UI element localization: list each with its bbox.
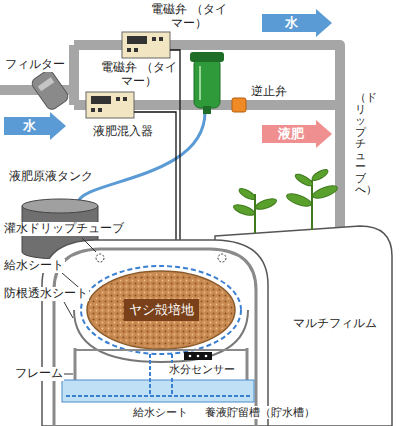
valve-label: 電磁弁 （タイマー） (100, 60, 178, 89)
valve-button (91, 108, 95, 112)
supply-sheet-bottom (66, 395, 250, 397)
filter-band (38, 77, 55, 91)
supply-sheet-wick (149, 354, 151, 396)
water-pipe (74, 45, 340, 228)
drip-tube (218, 254, 226, 262)
coconut-substrate: ヤシ殻培地 (86, 270, 236, 350)
plant-leaf (294, 172, 315, 188)
sensor-dot (189, 355, 192, 358)
part-label: 防根透水シート (3, 287, 89, 301)
moisture-sensor (184, 352, 212, 360)
tank-label: 液肥原液タンク (8, 169, 94, 183)
check-valve (232, 98, 246, 112)
arrow-label: 水 (285, 14, 298, 32)
valve-button (127, 48, 131, 52)
arrow-body (262, 120, 332, 148)
part-label: 養液貯留槽（貯水槽） (204, 406, 316, 419)
drip-direction-label: （ドリップチューブへ） (354, 92, 367, 196)
plant-leaf (311, 183, 339, 200)
valve-button (123, 97, 127, 101)
valve-button (116, 97, 120, 101)
substrate-texture (89, 273, 233, 347)
fertilizer-arrow: 液肥 (262, 120, 332, 148)
mixer-label: 液肥混入器 (92, 124, 154, 138)
solenoid-valve (122, 32, 170, 58)
arrow-body (4, 112, 66, 140)
leader-line (64, 374, 73, 375)
plant-leaf (285, 191, 313, 208)
valve-button (159, 37, 163, 41)
sensor-dot (205, 355, 208, 358)
valve-box (86, 92, 134, 118)
valve-display (91, 96, 111, 104)
leader-line (64, 302, 73, 318)
sensor-dots (189, 355, 208, 358)
plant-leaf (254, 196, 277, 211)
plant-leaf (237, 186, 256, 201)
valve-button (134, 48, 138, 52)
arrow-body (262, 9, 332, 37)
substrate-label: ヤシ殻培地 (124, 299, 199, 321)
valve-button (98, 108, 102, 112)
part-label: マルチフィルム (292, 316, 378, 330)
part-label: フレーム (14, 367, 64, 381)
part-label: 水分センサー (168, 363, 236, 376)
solenoid-valve (86, 92, 134, 118)
filter-body (30, 68, 70, 111)
mixer-cap (190, 52, 224, 62)
branch-pipe (69, 45, 79, 105)
valve-display (127, 36, 147, 44)
tank-top (22, 199, 98, 213)
valve-label: 電磁弁 （タイマー） (150, 2, 228, 31)
plant-leaf (232, 202, 255, 217)
drip-tube (96, 254, 104, 262)
leader-line (82, 238, 96, 252)
plant-leaf (310, 167, 329, 182)
substrate-body (87, 271, 235, 349)
reservoir (62, 380, 254, 402)
part-label: 給水シート (132, 406, 189, 419)
filter-label: フィルター (4, 58, 66, 72)
frame-arch (54, 249, 256, 426)
suction-tube (78, 112, 205, 203)
arrow-label: 液肥 (278, 125, 304, 143)
water-arrow: 水 (262, 9, 332, 37)
part-label: 給水シート (3, 259, 65, 273)
part-label: 灌水ドリップチューブ (3, 222, 125, 236)
mulch-film-front (42, 240, 268, 426)
check-valve-label: 逆止弁 (250, 84, 288, 98)
plants (232, 167, 338, 233)
sensor-dot (197, 355, 200, 358)
supply-sheet (81, 266, 241, 354)
valve-button (152, 37, 156, 41)
valve-box (122, 32, 170, 58)
filter (30, 68, 70, 111)
fertilizer-mixer (190, 52, 224, 114)
arrow-label: 水 (23, 117, 36, 135)
water-arrow: 水 (4, 112, 66, 140)
mixer-body (194, 58, 220, 108)
mixer-nozzle (203, 106, 211, 114)
pipes (0, 45, 340, 228)
mixer-highlight (199, 66, 201, 100)
